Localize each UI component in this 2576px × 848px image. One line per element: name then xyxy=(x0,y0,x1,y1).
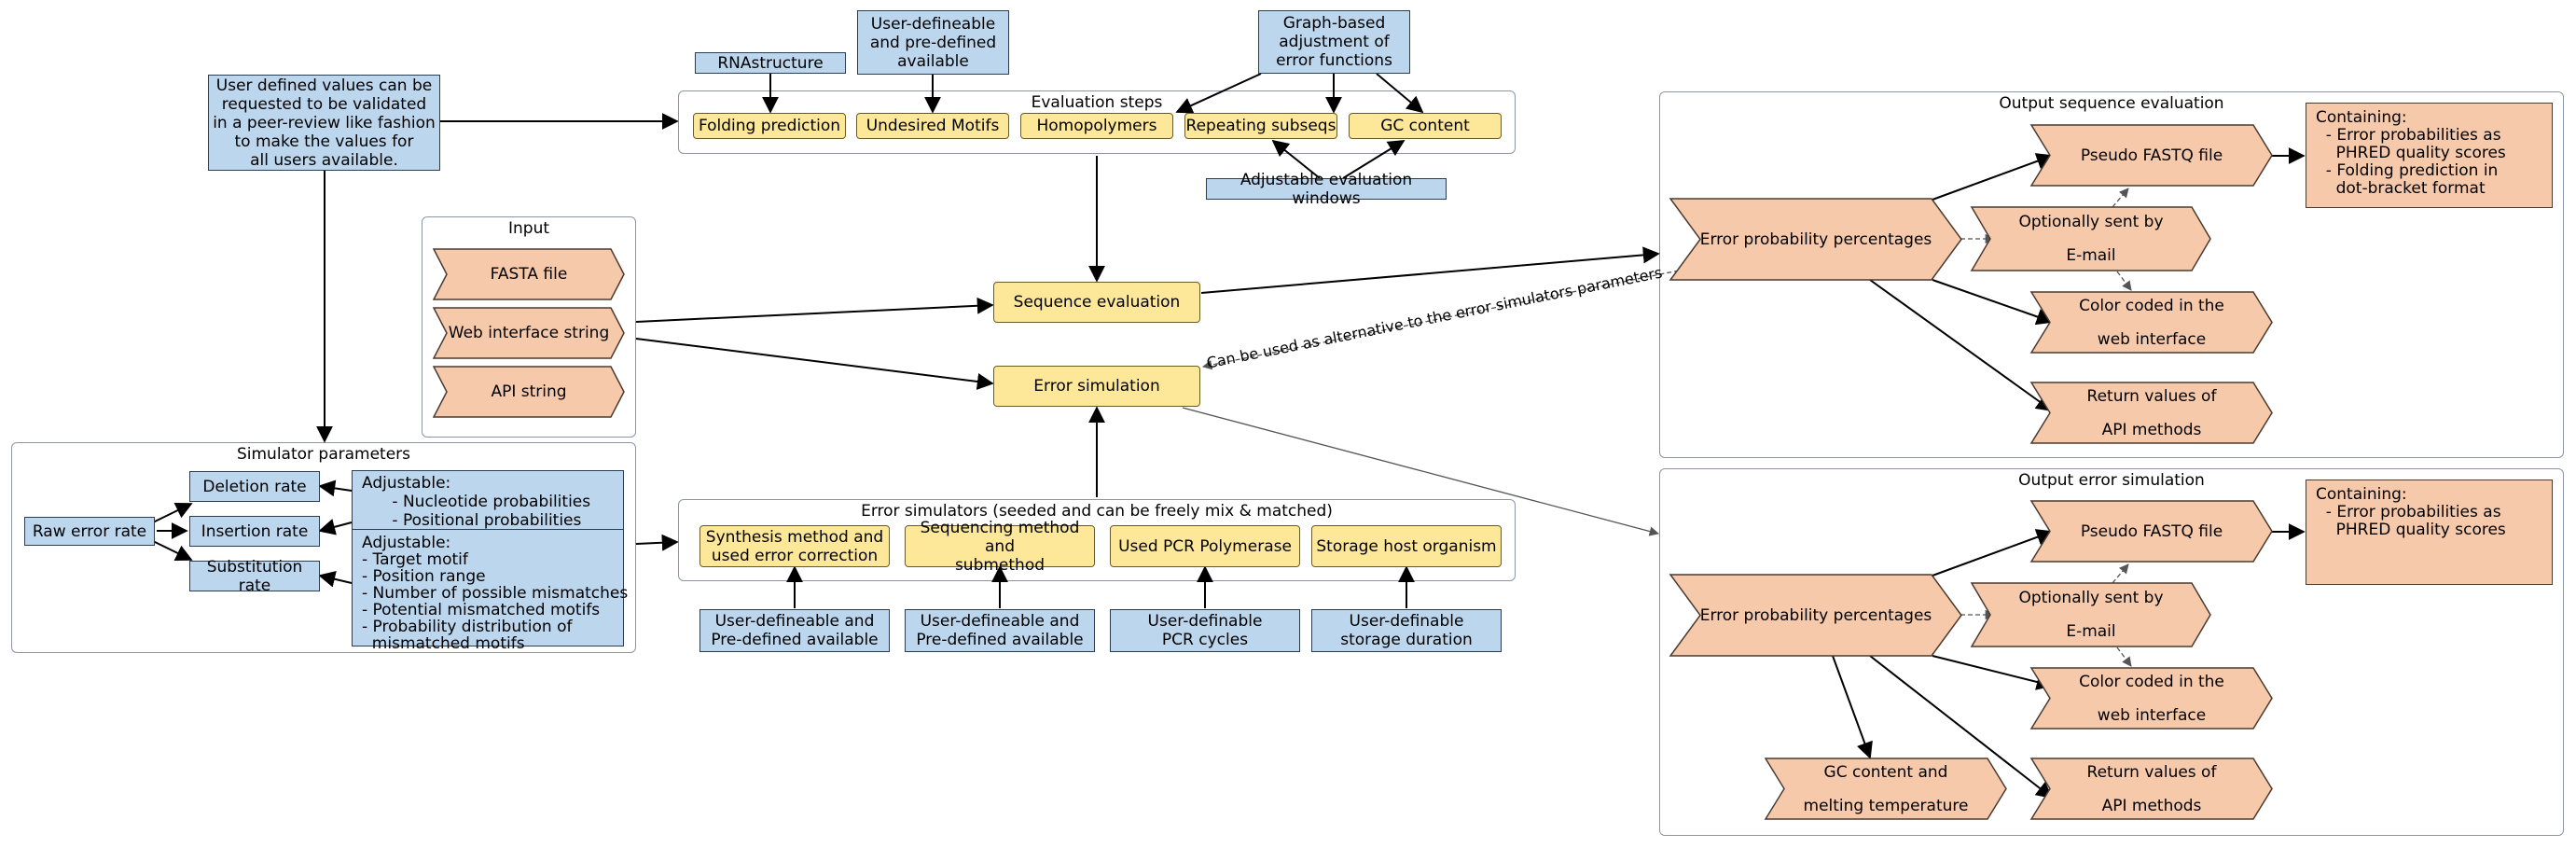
raw-error-rate-box: Raw error rate xyxy=(24,517,155,546)
arrow-oes-main-to-gc xyxy=(1832,655,1873,759)
arrow-graph-to-homopolymers xyxy=(1175,73,1262,114)
oes-error-probability-label: Error probability percentages xyxy=(1699,605,1932,625)
ose-pseudo-fastq-label: Pseudo FASTQ file xyxy=(2080,146,2223,165)
pcr-polymerase-box: Used PCR Polymerase xyxy=(1110,525,1300,567)
peer-review-note: User defined values can be requested to … xyxy=(208,75,440,171)
output-sequence-evaluation-title: Output sequence evaluation xyxy=(1999,94,2224,113)
folding-prediction-step: Folding prediction xyxy=(693,113,846,139)
repeating-subseqs-step: Repeating subseqs xyxy=(1184,113,1337,139)
arrow-oes-email-to-color xyxy=(2116,646,2132,667)
arrow-oes-main-to-fastq xyxy=(1932,529,2054,577)
arrow-oes-main-to-color xyxy=(1932,655,2054,690)
ose-containing-box: Containing: - Error probabilities as PHR… xyxy=(2306,103,2553,208)
arrow-simulation-to-output xyxy=(1182,407,1660,536)
deletion-rate-box: Deletion rate xyxy=(189,471,320,502)
gc-content-step: GC content xyxy=(1349,113,1502,139)
adjustable-mismatch-box: Adjustable: - Target motif - Position ra… xyxy=(352,529,628,652)
arrow-ose-main-to-api xyxy=(1869,279,2054,412)
arrow-input-to-simulation xyxy=(635,338,994,390)
arrow-input-to-evaluation xyxy=(635,297,994,323)
substitution-rate-box: Substitution rate xyxy=(189,558,320,595)
insertion-rate-box: Insertion rate xyxy=(189,516,320,547)
arrow-ose-email-to-color xyxy=(2116,271,2132,291)
sequencing-source-box: User-defineable and Pre-defined availabl… xyxy=(905,609,1095,652)
error-simulation-box: Error simulation xyxy=(993,366,1200,407)
input-title: Input xyxy=(507,219,550,238)
input-web-label: Web interface string xyxy=(448,324,610,342)
oes-pseudo-fastq-label: Pseudo FASTQ file xyxy=(2080,521,2223,541)
synthesis-method-box: Synthesis method and used error correcti… xyxy=(699,525,890,567)
input-api-string: API string xyxy=(432,366,625,418)
evaluation-steps-title: Evaluation steps xyxy=(1031,93,1163,112)
ose-api-values-label: Return values of API methods xyxy=(2086,386,2217,439)
sequencing-method-box: Sequencing method and submethod xyxy=(905,519,1095,575)
ose-color-coded-label: Color coded in the web interface xyxy=(2079,296,2224,349)
ose-error-probability-label: Error probability percentages xyxy=(1699,229,1932,249)
oes-color-coded: Color coded in the web interface xyxy=(2029,667,2273,730)
homopolymers-step: Homopolymers xyxy=(1020,113,1173,139)
arrow-raw-to-deletion xyxy=(152,503,193,523)
undesired-motifs-step: Undesired Motifs xyxy=(856,113,1009,139)
rnastructure-box: RNAstructure xyxy=(695,52,846,74)
ose-optional-email: Optionally sent by E-mail xyxy=(1970,206,2211,271)
arrow-ose-main-to-fastq xyxy=(1932,153,2054,201)
oes-api-values: Return values of API methods xyxy=(2029,758,2273,820)
adjustable-windows-box: Adjustable evaluation windows xyxy=(1206,171,1447,208)
ose-optional-email-label: Optionally sent by E-mail xyxy=(2018,213,2164,265)
ose-color-coded: Color coded in the web interface xyxy=(2029,291,2273,354)
oes-containing-box: Containing: - Error probabilities as PHR… xyxy=(2306,480,2553,585)
simulator-parameters-title: Simulator parameters xyxy=(236,445,411,464)
arrow-evaluation-to-output xyxy=(1200,246,1660,294)
storage-duration-box: User-definable storage duration xyxy=(1311,609,1502,652)
storage-host-box: Storage host organism xyxy=(1311,525,1502,567)
output-error-simulation-title: Output error simulation xyxy=(2018,471,2205,490)
arrow-windows-to-repeating xyxy=(1271,139,1321,179)
arrow-ose-email-to-fastq xyxy=(2112,188,2129,208)
oes-color-coded-label: Color coded in the web interface xyxy=(2079,672,2224,725)
input-web-interface-string: Web interface string xyxy=(432,307,625,359)
error-simulators-title: Error simulators (seeded and can be free… xyxy=(861,502,1333,521)
arrow-ose-main-to-color xyxy=(1932,279,2054,326)
oes-gc-melting: GC content and melting temperature xyxy=(1764,758,2007,820)
arrow-graph-to-gc xyxy=(1376,73,1424,114)
arrow-params-to-simulators xyxy=(635,534,679,551)
arrow-oes-main-to-api xyxy=(1869,655,2054,799)
synthesis-source-box: User-defineable and Pre-defined availabl… xyxy=(699,609,890,652)
oes-error-probability: Error probability percentages xyxy=(1669,574,1962,657)
sequence-evaluation-box: Sequence evaluation xyxy=(993,282,1200,323)
pcr-cycles-box: User-definable PCR cycles xyxy=(1110,609,1300,652)
arrow-adjustable-to-substitution xyxy=(318,570,353,588)
ose-api-values: Return values of API methods xyxy=(2029,382,2273,444)
input-fasta-file: FASTA file xyxy=(432,248,625,300)
arrow-raw-to-substitution xyxy=(152,540,193,561)
arrow-adjustable-to-deletion xyxy=(318,480,353,497)
ose-pseudo-fastq: Pseudo FASTQ file xyxy=(2029,124,2273,187)
arrow-oes-email-to-fastq xyxy=(2112,563,2129,584)
oes-gc-melting-label: GC content and melting temperature xyxy=(1803,762,1969,815)
user-defineable-box: User-defineable and pre-defined availabl… xyxy=(857,10,1009,75)
arrow-windows-to-gc xyxy=(1342,140,1406,179)
oes-optional-email: Optionally sent by E-mail xyxy=(1970,582,2211,647)
adjustable-probabilities-box: Adjustable: - Nucleotide probabilities -… xyxy=(352,470,624,530)
arrow-adjustable-to-insertion xyxy=(318,519,353,535)
input-fasta-label: FASTA file xyxy=(490,265,568,284)
arrow-alternative-dashed xyxy=(1201,270,1680,370)
oes-optional-email-label: Optionally sent by E-mail xyxy=(2018,589,2164,641)
oes-api-values-label: Return values of API methods xyxy=(2086,762,2217,815)
ose-error-probability: Error probability percentages xyxy=(1669,198,1962,281)
graph-based-box: Graph-based adjustment of error function… xyxy=(1258,10,1410,74)
oes-pseudo-fastq: Pseudo FASTQ file xyxy=(2029,500,2273,563)
input-api-label: API string xyxy=(491,382,567,401)
